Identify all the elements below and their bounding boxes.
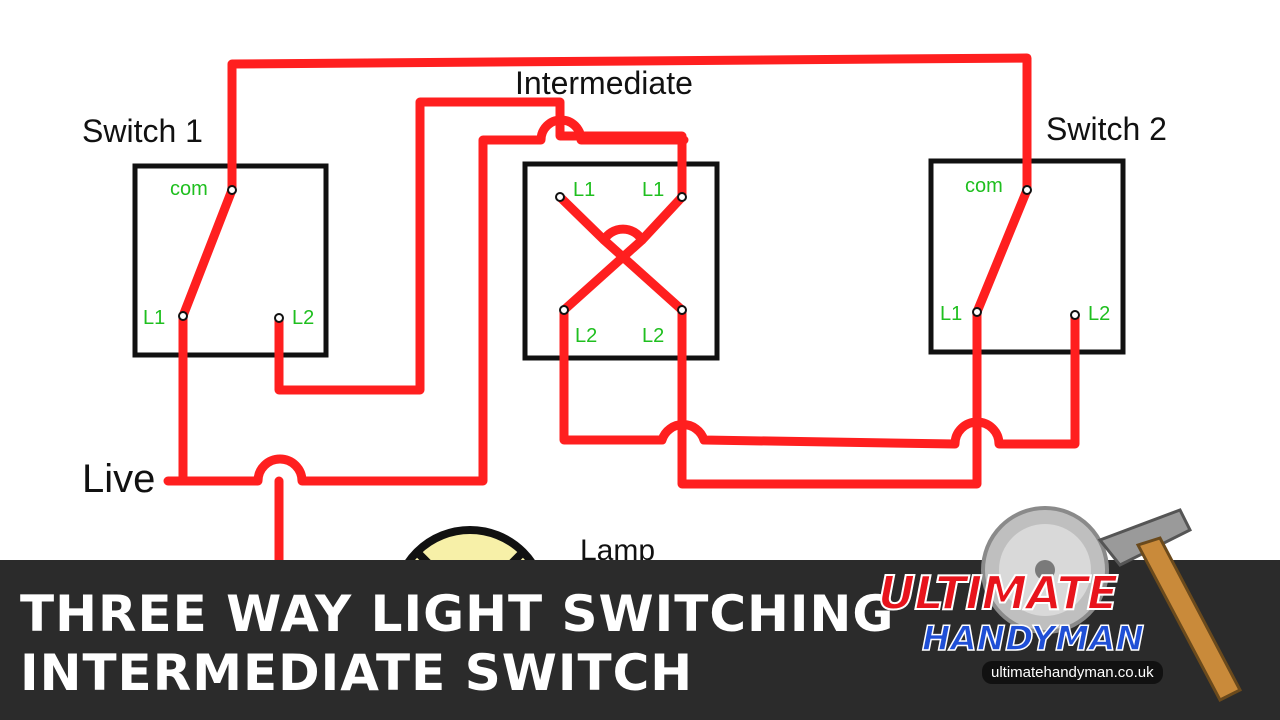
brand-name-line-2: HANDYMAN [921, 618, 1145, 660]
sw2-com-node [1022, 185, 1032, 195]
wire-int-l2-left [559, 305, 1080, 449]
int-l2-right-label: L2 [642, 325, 664, 347]
int-l1-left-label: L1 [573, 179, 595, 201]
intermediate-label: Intermediate [515, 65, 693, 101]
wire-live [163, 311, 188, 486]
wire-int-cross2 [599, 192, 687, 315]
title-line-1: THREE WAY LIGHT SWITCHING [20, 585, 895, 643]
sw2-l1-node [972, 307, 982, 317]
int-l2-left-label: L2 [575, 325, 597, 347]
int-l2-left-node [559, 305, 569, 315]
int-l1-left-node [555, 192, 565, 202]
live-label: Live [82, 457, 155, 501]
wire-top-loop [227, 53, 1032, 195]
int-l1-right-label: L1 [642, 179, 664, 201]
title-line-2: INTERMEDIATE SWITCH [20, 644, 694, 702]
wire-live-branch [178, 115, 689, 486]
switch2-label: Switch 2 [1046, 111, 1167, 147]
sw2-com-label: com [965, 175, 1003, 197]
wire-int-l2-right [677, 305, 982, 489]
wire-sw1-toggle [178, 185, 237, 321]
brand-name-line-1: ULTIMATE [877, 565, 1119, 621]
sw1-com-label: com [170, 178, 208, 200]
sw1-l1-label: L1 [143, 307, 165, 329]
wire-sw2-toggle [972, 185, 1032, 317]
sw1-l2-label: L2 [292, 307, 314, 329]
hammer-icon [1097, 508, 1243, 702]
sw1-l1-node [178, 311, 188, 321]
sw1-l2-node [274, 313, 284, 323]
sw1-com-node [227, 185, 237, 195]
int-l1-right-node [677, 192, 687, 202]
saw-blade-icon [981, 506, 1109, 634]
brand-logo [981, 506, 1243, 702]
wire-int-cross1 [555, 192, 647, 315]
sw2-l2-node [1070, 310, 1080, 320]
intermediate-box [522, 161, 720, 361]
int-l2-right-node [677, 305, 687, 315]
sw2-l2-label: L2 [1088, 303, 1110, 325]
switch1-label: Switch 1 [82, 113, 203, 149]
website-link[interactable]: ultimatehandyman.co.uk [982, 661, 1163, 684]
sw2-l1-label: L1 [940, 303, 962, 325]
